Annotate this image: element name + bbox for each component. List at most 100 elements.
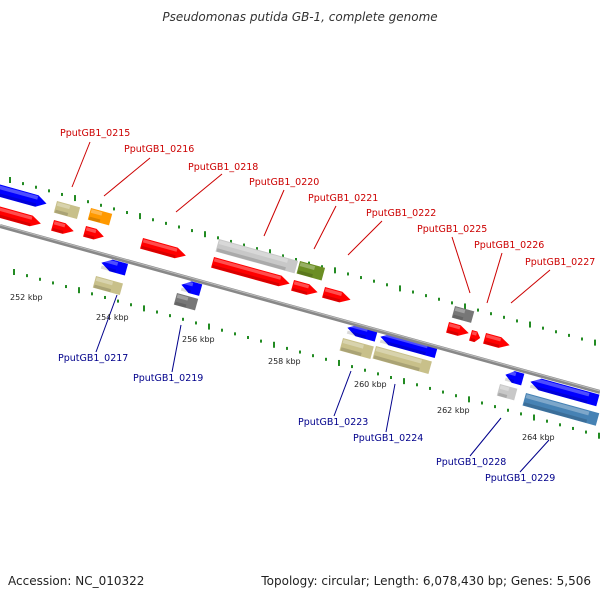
inner-tick <box>546 419 548 423</box>
outer-tick <box>230 239 232 243</box>
forward-label-leader <box>347 220 383 256</box>
inner-tick <box>52 281 54 285</box>
gene-steel-blue <box>522 393 600 426</box>
outer-tick <box>464 303 466 310</box>
outer-tick <box>360 276 362 280</box>
inner-tick <box>364 368 366 372</box>
ruler-label: 262 kbp <box>437 406 470 415</box>
outer-tick <box>555 330 557 334</box>
inner-tick <box>481 401 483 405</box>
gene-light-gray <box>496 384 518 401</box>
inner-tick <box>377 372 379 376</box>
ruler-label: 258 kbp <box>268 357 301 366</box>
inner-tick <box>312 354 314 358</box>
outer-tick <box>204 231 206 238</box>
cds <box>140 238 186 259</box>
inner-tick <box>247 335 249 339</box>
forward-label-leader <box>71 141 91 188</box>
outer-tick <box>399 285 401 292</box>
inner-tick <box>26 274 28 278</box>
outer-tick <box>347 272 349 276</box>
inner-tick <box>78 287 80 294</box>
outer-tick <box>529 321 531 328</box>
outer-tick <box>269 249 271 256</box>
gene-light-gray <box>215 239 299 274</box>
inner-tick <box>598 432 600 439</box>
inner-tick <box>325 357 327 361</box>
inner-tick <box>468 396 470 403</box>
outer-tick <box>282 254 284 258</box>
outer-tick <box>490 312 492 316</box>
inner-tick <box>494 405 496 409</box>
outer-tick <box>35 185 37 189</box>
inner-tick <box>169 314 171 318</box>
inner-tick <box>273 341 275 348</box>
features <box>0 184 600 426</box>
reverse-label: PputGB1_0219 <box>133 373 203 384</box>
ruler-label: 264 kbp <box>522 433 555 442</box>
inner-tick <box>520 412 522 416</box>
outer-tick <box>126 211 128 215</box>
backbone <box>0 224 600 394</box>
cds <box>446 322 469 336</box>
outer-tick <box>295 257 297 261</box>
forward-label: PputGB1_0218 <box>188 162 258 173</box>
inner-tick <box>39 277 41 281</box>
label-leaders <box>71 141 551 473</box>
outer-tick <box>113 207 115 211</box>
forward-label: PputGB1_0222 <box>366 208 436 219</box>
gene-olive <box>296 261 326 281</box>
cds <box>83 226 104 240</box>
forward-label-leader <box>103 157 151 197</box>
inner-tick <box>416 383 418 387</box>
backbone-highlight <box>0 224 600 392</box>
outer-tick <box>516 319 518 323</box>
outer-tick <box>594 339 596 346</box>
outer-tick <box>243 243 245 247</box>
ruler-label: 260 kbp <box>354 380 387 389</box>
outer-tick <box>178 225 180 229</box>
outer-tick <box>321 265 323 269</box>
inner-tick <box>442 390 444 394</box>
outer-tick <box>74 195 76 202</box>
inner-tick <box>13 269 15 275</box>
outer-tick <box>542 326 544 330</box>
outer-tick <box>568 333 570 337</box>
inner-tick <box>182 317 184 321</box>
outer-tick <box>581 337 583 341</box>
gene-blue <box>504 370 525 386</box>
inner-tick <box>507 408 509 412</box>
inner-tick <box>104 295 106 299</box>
outer-tick <box>477 308 479 312</box>
reverse-label: PputGB1_0223 <box>298 417 368 428</box>
ruler-label: 256 kbp <box>182 335 215 344</box>
ticks <box>9 177 600 439</box>
outer-tick <box>165 221 167 225</box>
gene-khaki <box>339 338 374 360</box>
gene-gray <box>173 293 199 311</box>
accession-text: Accession: NC_010322 <box>8 574 145 588</box>
backbone-line <box>0 224 600 394</box>
inner-tick <box>351 365 353 369</box>
outer-tick <box>22 182 24 186</box>
reverse-label: PputGB1_0217 <box>58 353 128 364</box>
reverse-label-leader <box>171 324 182 373</box>
gene-khaki <box>92 276 123 296</box>
forward-label: PputGB1_0225 <box>417 224 487 235</box>
outer-tick <box>256 247 258 251</box>
forward-label-leader <box>451 236 471 294</box>
gene-blue <box>180 280 203 296</box>
reverse-label-leader <box>385 383 396 433</box>
outer-tick <box>308 261 310 265</box>
forward-label: PputGB1_0215 <box>60 128 130 139</box>
reverse-label-leader <box>333 370 352 417</box>
inner-tick <box>429 386 431 390</box>
gene-blue <box>529 377 600 407</box>
inner-tick <box>338 359 340 366</box>
map-title: Pseudomonas putida GB-1, complete genome <box>162 10 438 24</box>
inner-tick <box>585 430 587 434</box>
outer-tick <box>139 213 141 220</box>
forward-label: PputGB1_0220 <box>249 177 319 188</box>
gene-gray <box>451 306 475 323</box>
inner-tick <box>91 292 93 296</box>
